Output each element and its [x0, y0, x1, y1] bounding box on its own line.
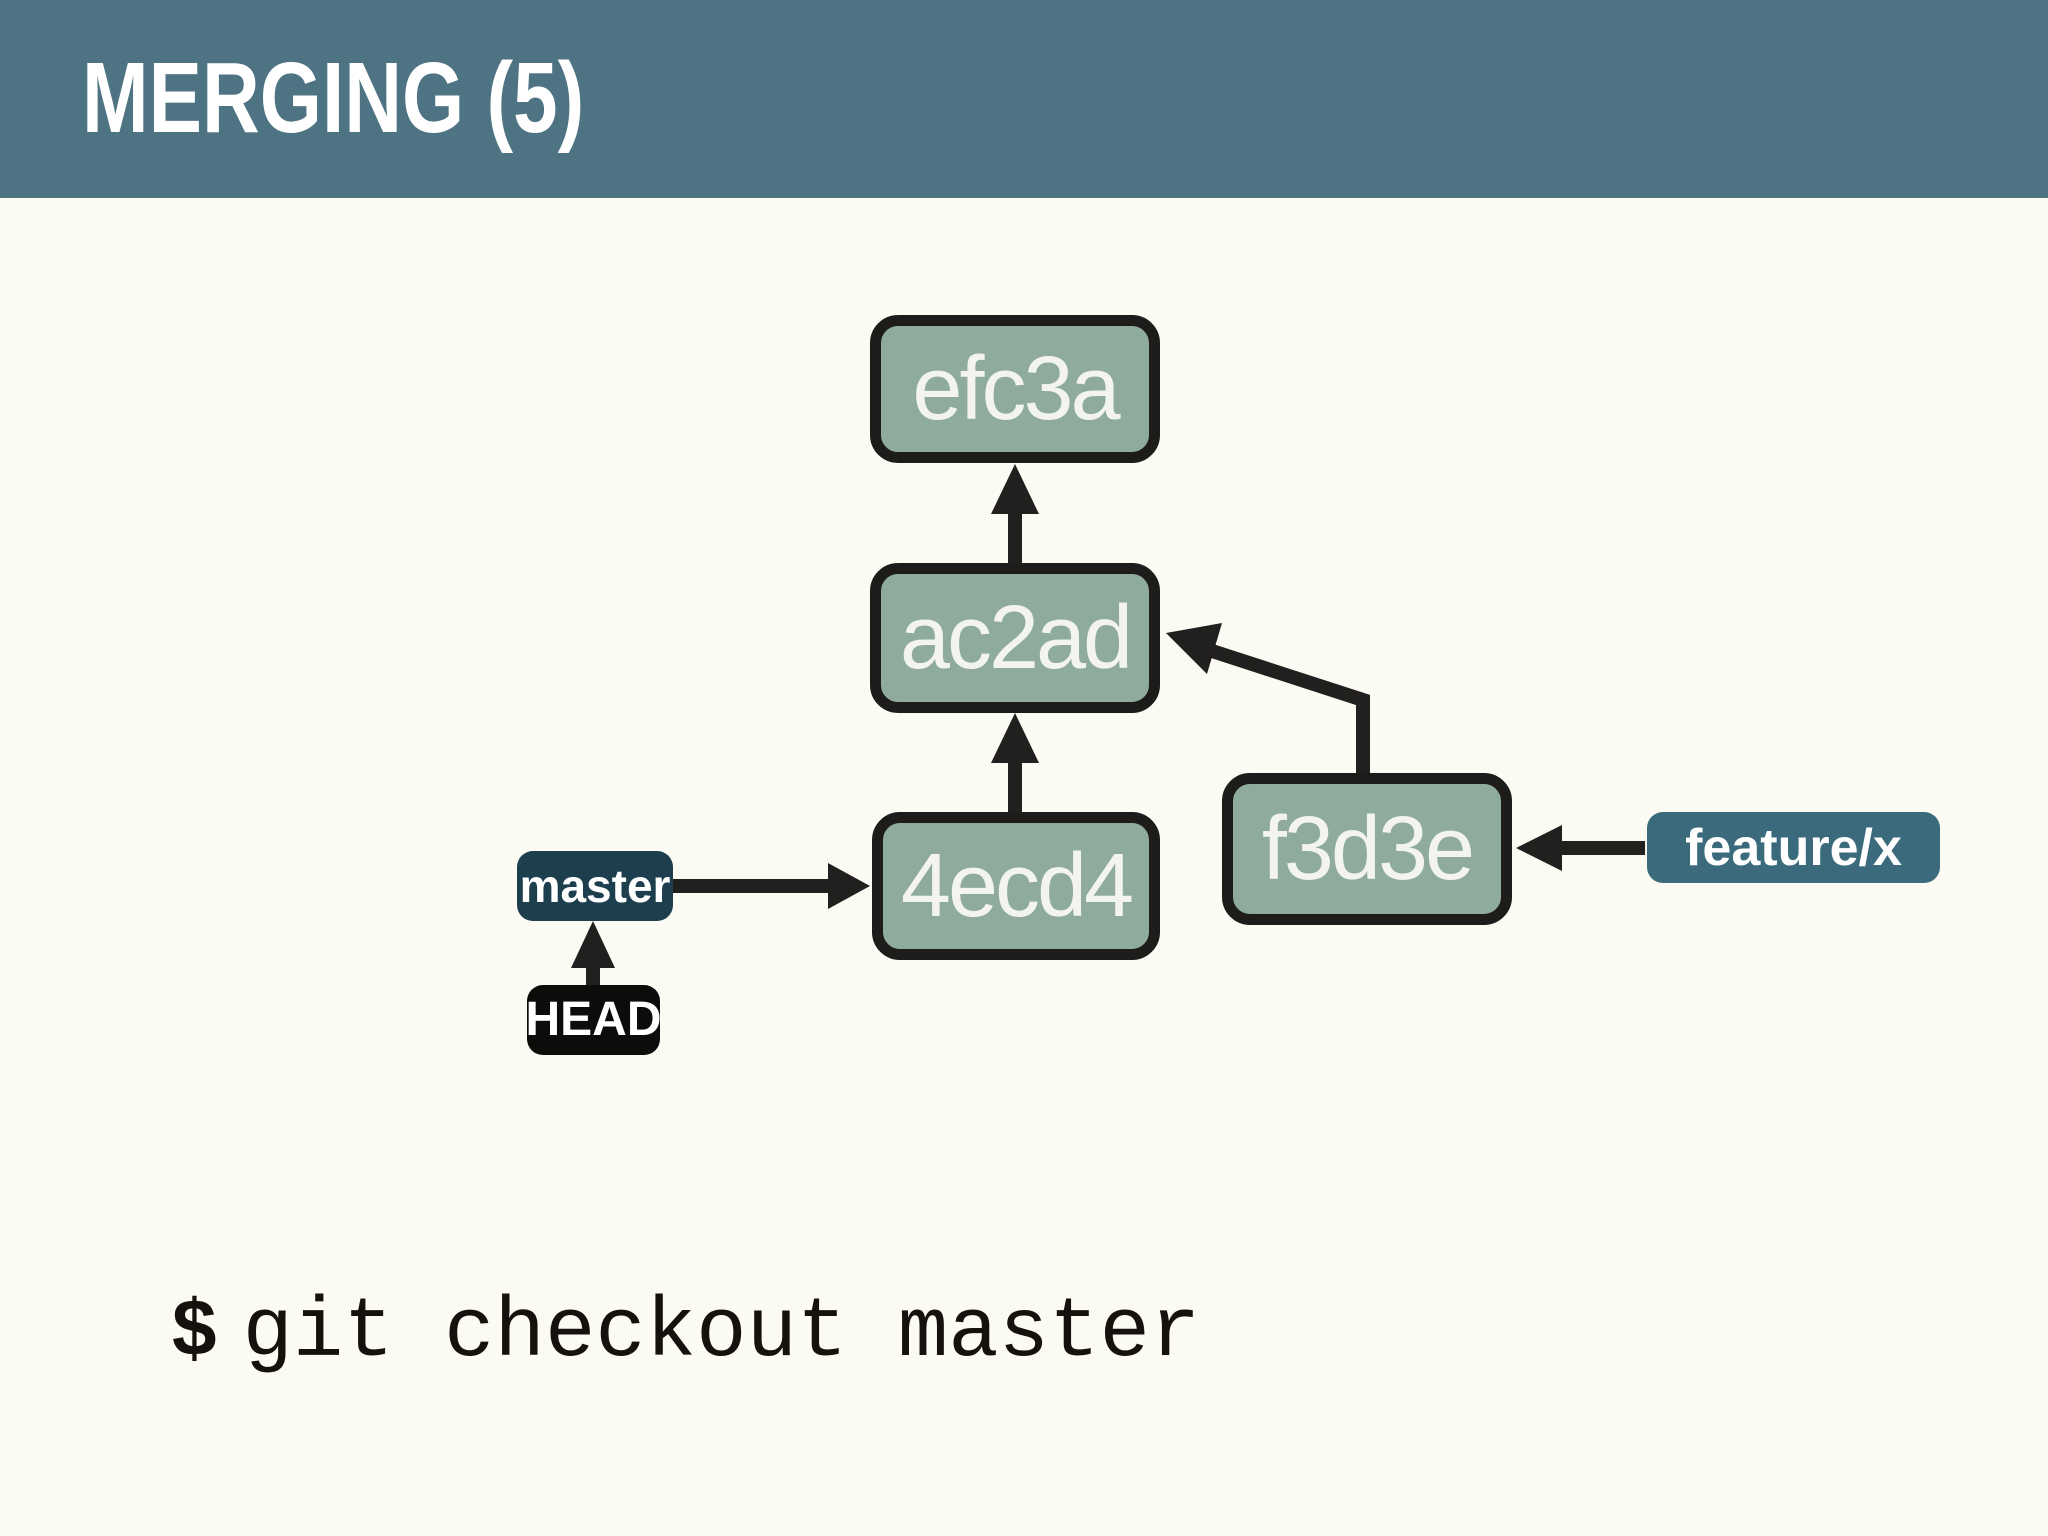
commit-hash: 4ecd4 [900, 836, 1134, 936]
arrow-master-to-4ecd4 [673, 863, 870, 909]
shell-command: git checkout master [242, 1286, 1201, 1381]
head-name: HEAD [525, 993, 662, 1046]
shell-prompt: $ [172, 1283, 217, 1372]
commit-hash: ac2ad [899, 588, 1133, 688]
slide-title: MERGING (5) [82, 42, 585, 154]
commit-hash: f3d3e [1261, 799, 1475, 899]
commit-node-4ecd4: 4ecd4 [872, 812, 1160, 960]
branch-label-feature-x: feature/x [1647, 812, 1940, 883]
commit-node-f3d3e: f3d3e [1222, 773, 1512, 925]
arrow-4ecd4-to-ac2ad [991, 713, 1039, 812]
commit-node-ac2ad: ac2ad [870, 563, 1160, 713]
branch-label-master: master [517, 851, 673, 921]
arrow-featurex-to-f3d3e [1516, 825, 1645, 871]
branch-name: feature/x [1685, 818, 1902, 877]
commit-node-efc3a: efc3a [870, 315, 1160, 463]
branch-name: master [519, 860, 671, 912]
terminal-command-line: $git checkout master [172, 1288, 1200, 1376]
arrow-head-to-master [571, 921, 615, 985]
commit-hash: efc3a [912, 339, 1120, 439]
arrow-ac2ad-to-efc3a [991, 464, 1039, 563]
arrow-f3d3e-to-ac2ad [1166, 623, 1370, 777]
header-bar: MERGING (5) [0, 0, 2048, 198]
head-label: HEAD [525, 985, 662, 1055]
